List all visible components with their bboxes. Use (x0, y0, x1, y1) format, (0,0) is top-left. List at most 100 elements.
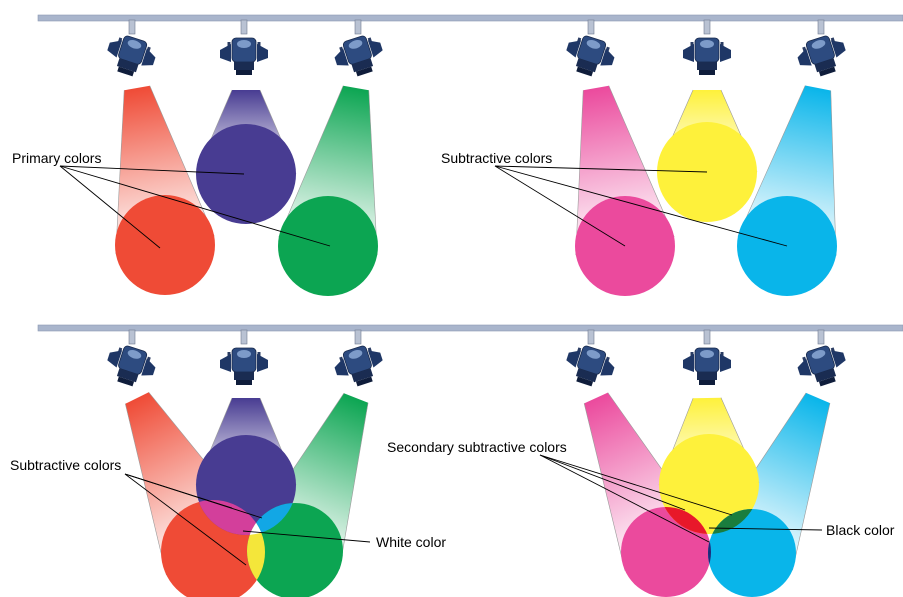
spotlight-icon (797, 329, 846, 387)
spotlight-barrel (697, 372, 717, 380)
spotlight-barrel (351, 368, 374, 383)
spotlight-icon (566, 329, 615, 387)
red-beam-edge (149, 85, 215, 237)
spotlight-fin-right (367, 350, 383, 368)
spotlight-lens (699, 380, 715, 385)
spotlight-clamp (817, 19, 825, 35)
spotlight-fin-right (600, 48, 615, 66)
spotlight-highlight (586, 40, 601, 49)
spotlight-clamp (128, 329, 136, 345)
spotlight-fin-left (334, 48, 349, 66)
spotlight-clamp (587, 19, 595, 35)
spotlight-fin-right (257, 44, 268, 62)
spotlight-clamp (817, 329, 825, 345)
leader-line (708, 527, 823, 531)
spotlight-barrel (234, 372, 254, 380)
label-black-color: Black color (826, 522, 895, 538)
spotlight-barrel (116, 368, 139, 383)
leader-line (124, 473, 247, 566)
spotlight-fin-left (566, 40, 582, 58)
spotlight-body (334, 35, 383, 77)
spotlight-lens (576, 66, 594, 77)
lighting-truss-rails (37, 14, 903, 332)
spotlight-lens (818, 376, 836, 387)
cyan-mix-beam-edge (792, 403, 831, 571)
spotlight-fin-left (683, 354, 694, 372)
spotlight-icon (334, 329, 383, 387)
light-circles (115, 122, 837, 597)
spotlight-icon (107, 19, 156, 77)
spotlight-fin-left (107, 40, 123, 58)
spotlight-clamp (240, 19, 248, 35)
spotlight-fin-right (600, 358, 615, 376)
spotlight-icons (107, 19, 846, 387)
green-beam-edge (278, 85, 344, 238)
spotlight-fin-right (720, 44, 731, 62)
spotlight-body (566, 35, 615, 77)
spotlight-body (797, 345, 846, 387)
cyan-beam-edge (737, 85, 806, 237)
spotlight-clamp (587, 329, 595, 345)
spotlight-barrel (234, 62, 254, 70)
blue-circle (196, 124, 296, 224)
spotlight-barrel (351, 58, 374, 73)
spotlight-lens (236, 70, 252, 75)
red-circle (115, 195, 215, 295)
spotlight-barrel (814, 58, 837, 73)
spotlight-fin-left (797, 358, 812, 376)
spotlight-lens (355, 66, 373, 77)
spotlight-fin-right (141, 358, 156, 376)
yellow-mix-circle (659, 434, 759, 534)
magenta-mix-beam-edge (583, 403, 626, 571)
spotlight-fin-right (367, 40, 383, 58)
leader-line (494, 165, 626, 247)
spotlight-fin-left (334, 358, 349, 376)
green-circle (278, 196, 378, 296)
spotlight-icon (566, 19, 615, 77)
leader-line (124, 473, 263, 519)
leader-line (59, 165, 161, 249)
leader-line (59, 165, 245, 175)
spotlight-body (107, 35, 156, 77)
spotlight-highlight (237, 350, 251, 358)
spotlight-fin-right (830, 350, 846, 368)
spotlight-clamp (703, 19, 711, 35)
spotlight-lens (818, 66, 836, 77)
spotlight-highlight (127, 40, 142, 49)
spotlight-fin-left (566, 350, 582, 368)
spotlight-icon (220, 329, 268, 385)
spotlight-highlight (586, 350, 601, 359)
spotlight-lens (355, 376, 373, 387)
magenta-beam-edge (575, 90, 584, 256)
label-subtractive-overlaps: Subtractive colors (10, 457, 121, 473)
spotlight-body (107, 345, 156, 387)
rail-2 (37, 324, 903, 332)
green-mix-beam-edge (339, 402, 369, 569)
leader-line (539, 454, 733, 516)
spotlight-barrel (116, 58, 139, 73)
spotlight-barrel (575, 58, 598, 73)
leader-line (539, 454, 710, 543)
spotlight-icon (107, 329, 156, 387)
spotlight-icon (797, 19, 846, 77)
spotlight-highlight (237, 40, 251, 48)
spotlight-fin-left (107, 350, 123, 368)
spotlight-lens (576, 376, 594, 387)
spotlight-body (683, 347, 731, 385)
spotlight-highlight (811, 40, 826, 49)
spotlight-fin-right (141, 48, 156, 66)
spotlight-lens (117, 66, 135, 77)
spotlight-fin-right (720, 354, 731, 372)
spotlight-highlight (811, 350, 826, 359)
spotlight-clamp (354, 19, 362, 35)
spotlight-highlight (348, 350, 363, 359)
spotlight-icon (683, 19, 731, 75)
leader-line (59, 165, 331, 247)
spotlight-body (683, 37, 731, 75)
rail-1 (37, 14, 903, 22)
spotlight-clamp (240, 329, 248, 345)
leader-line (242, 530, 371, 543)
spotlight-lens (699, 70, 715, 75)
spotlight-body (566, 345, 615, 387)
